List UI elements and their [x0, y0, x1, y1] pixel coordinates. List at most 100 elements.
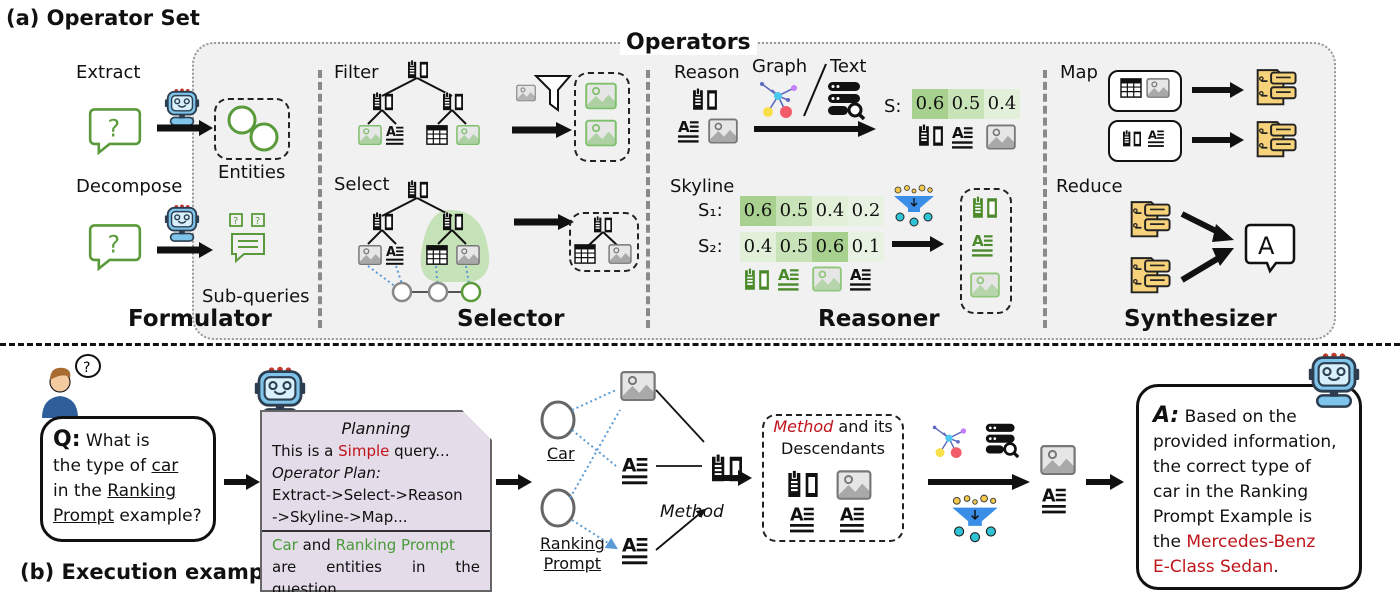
score-cell: 0.4 [740, 232, 776, 262]
operator-plan-steps: Extract->Select->Reason [272, 486, 463, 504]
arrow-icon [157, 242, 213, 258]
score-cell: 0.2 [848, 196, 884, 226]
question-text: the type of [53, 456, 152, 476]
question-text: example? [114, 506, 202, 526]
entities-box [214, 98, 290, 160]
arrow-icon [224, 474, 260, 490]
section-divider [0, 343, 1400, 346]
reasoner-label: Reasoner [818, 306, 940, 332]
score-cell: 0.6 [740, 196, 776, 226]
plan-text: query... [389, 442, 450, 460]
planning-title: Planning [341, 419, 411, 438]
book-icon [407, 60, 429, 79]
arrow-icon [514, 214, 574, 230]
reason-label: Reason [674, 62, 740, 83]
score-cell: 0.5 [776, 196, 812, 226]
document-summary-icon [1256, 69, 1297, 106]
entity-highlight: Car [272, 536, 298, 554]
svg-text:?: ? [83, 360, 90, 376]
image-icon [585, 119, 617, 147]
text-icon [622, 455, 648, 485]
filter-funnel-icon [516, 75, 573, 112]
operator-plan-label: Operator Plan: [272, 464, 381, 482]
image-icon [456, 124, 480, 146]
section-a-title: (a) Operator Set [6, 6, 200, 30]
skyline-funnel-icon [951, 494, 999, 543]
method-label: Method [660, 502, 724, 522]
table-icon [1120, 78, 1142, 98]
robot-icon [163, 204, 201, 242]
plan-text: question... [272, 580, 352, 598]
answer-text: car in the Ranking [1153, 482, 1309, 502]
table-icon [426, 125, 448, 145]
subqueries-label: Sub-queries [202, 286, 310, 307]
section-b-title: (b) Execution example [20, 560, 286, 584]
image-icon [812, 266, 842, 292]
map-input-box [1108, 120, 1182, 162]
document-summary-icon [1130, 257, 1171, 294]
text-icon [840, 505, 864, 533]
answer-text: Prompt Example is [1153, 507, 1313, 527]
question-box: Q: What is the type of car in the Rankin… [40, 416, 216, 542]
arrow-icon [496, 474, 532, 490]
image-icon [970, 272, 1000, 298]
plan-text: are entities in the [272, 558, 480, 576]
text-icon [386, 124, 404, 145]
answer-text: the correct type of [1153, 457, 1311, 477]
filter-tree [358, 60, 480, 146]
s2-label: S₂: [698, 236, 723, 257]
s-label: S: [884, 96, 902, 117]
plan-text: This is a [272, 442, 339, 460]
question-bubble-icon [88, 108, 142, 154]
arrow-icon [512, 122, 572, 138]
text-icon [1148, 128, 1164, 147]
answer-text: . [1273, 557, 1279, 577]
answer-text: Based on the [1179, 407, 1297, 427]
score-cell: 0.6 [912, 89, 948, 119]
query-type-highlight: Simple [338, 442, 390, 460]
question-text: in the [53, 481, 108, 501]
select-result-tree [574, 216, 632, 264]
entity-graph [540, 370, 743, 565]
score-cell: 0.4 [812, 196, 848, 226]
answer-box: A: Based on the provided information, th… [1136, 384, 1362, 590]
arrow-icon [928, 474, 1030, 490]
text-icon [790, 505, 814, 533]
entities-label: Entities [218, 162, 286, 183]
document-summary-icon [1256, 121, 1297, 158]
extract-label: Extract [76, 62, 141, 83]
text-icon [1042, 486, 1066, 514]
answer-prefix: A: [1153, 403, 1180, 428]
divider [646, 70, 650, 328]
filter-label: Filter [334, 62, 379, 83]
arrow-icon [1086, 474, 1124, 490]
database-search-icon [826, 80, 866, 120]
arrow-icon [1192, 82, 1244, 98]
arrow-icon [714, 470, 752, 486]
svg-text:?: ? [255, 216, 260, 227]
planning-box: Planning This is a Simple query... Opera… [260, 410, 492, 592]
robot-icon [1307, 352, 1361, 408]
answer-text: the [1153, 532, 1187, 552]
skyline-funnel-icon [893, 184, 935, 227]
image-icon [986, 124, 1016, 150]
image-icon [620, 370, 656, 402]
answer-glyph: A [1258, 232, 1275, 260]
answer-text: provided information, [1153, 432, 1337, 452]
score-cell: 0.5 [776, 232, 812, 262]
entity-ranking-underline: Ranking [107, 481, 176, 501]
select-result-box [569, 212, 639, 272]
answer-highlight: E-Class Sedan [1153, 557, 1274, 577]
decompose-label: Decompose [76, 176, 183, 197]
text-icon [778, 266, 799, 291]
filter-result-box [574, 72, 630, 162]
graph-icon [932, 424, 967, 458]
select-label: Select [334, 174, 390, 195]
text-icon [622, 535, 648, 565]
svg-text:?: ? [233, 216, 238, 227]
descendants-box [762, 414, 904, 542]
score-cell: 0.6 [812, 232, 848, 262]
